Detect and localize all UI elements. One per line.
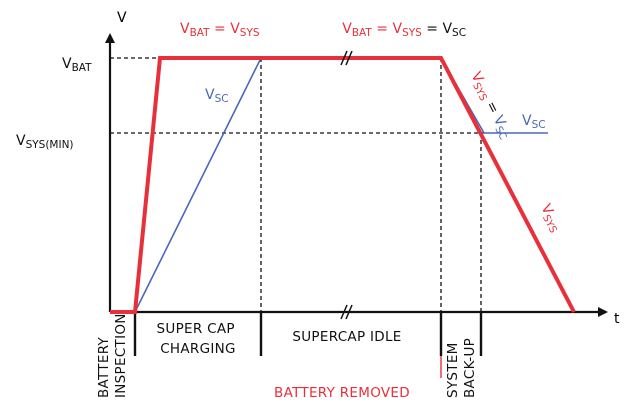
phase-supercap-idle: SUPERCAP IDLE	[292, 329, 401, 345]
vsys-curve	[110, 56, 576, 314]
x-axis-label: t	[614, 311, 620, 327]
phase-supercap-charging: SUPER CAP CHARGING	[157, 321, 240, 357]
phase-battery-inspection: BATTERY INSPECTION	[96, 313, 129, 398]
break-mark-axis	[340, 304, 353, 320]
vsc-hold-label: VSC	[522, 113, 546, 131]
vbat-level-label: VBAT	[62, 56, 92, 74]
break-mark-plateau	[340, 50, 353, 66]
battery-removed-label: BATTERY REMOVED	[274, 385, 410, 401]
y-axis-label: V	[117, 10, 127, 26]
phase-system-backup: SYSTEM BACK-UP	[445, 338, 478, 398]
vsys-min-level-label: VSYS(MIN)	[16, 133, 74, 151]
vsc-ramp-label: VSC	[205, 87, 229, 105]
vbat-eq-vsys-label: VBAT = VSYS	[180, 21, 260, 39]
vbat-eq-vsys-eq-vsc-label: VBAT = VSYS = VSC	[320, 21, 479, 40]
vsys-fall-label: VSYS	[536, 202, 565, 235]
